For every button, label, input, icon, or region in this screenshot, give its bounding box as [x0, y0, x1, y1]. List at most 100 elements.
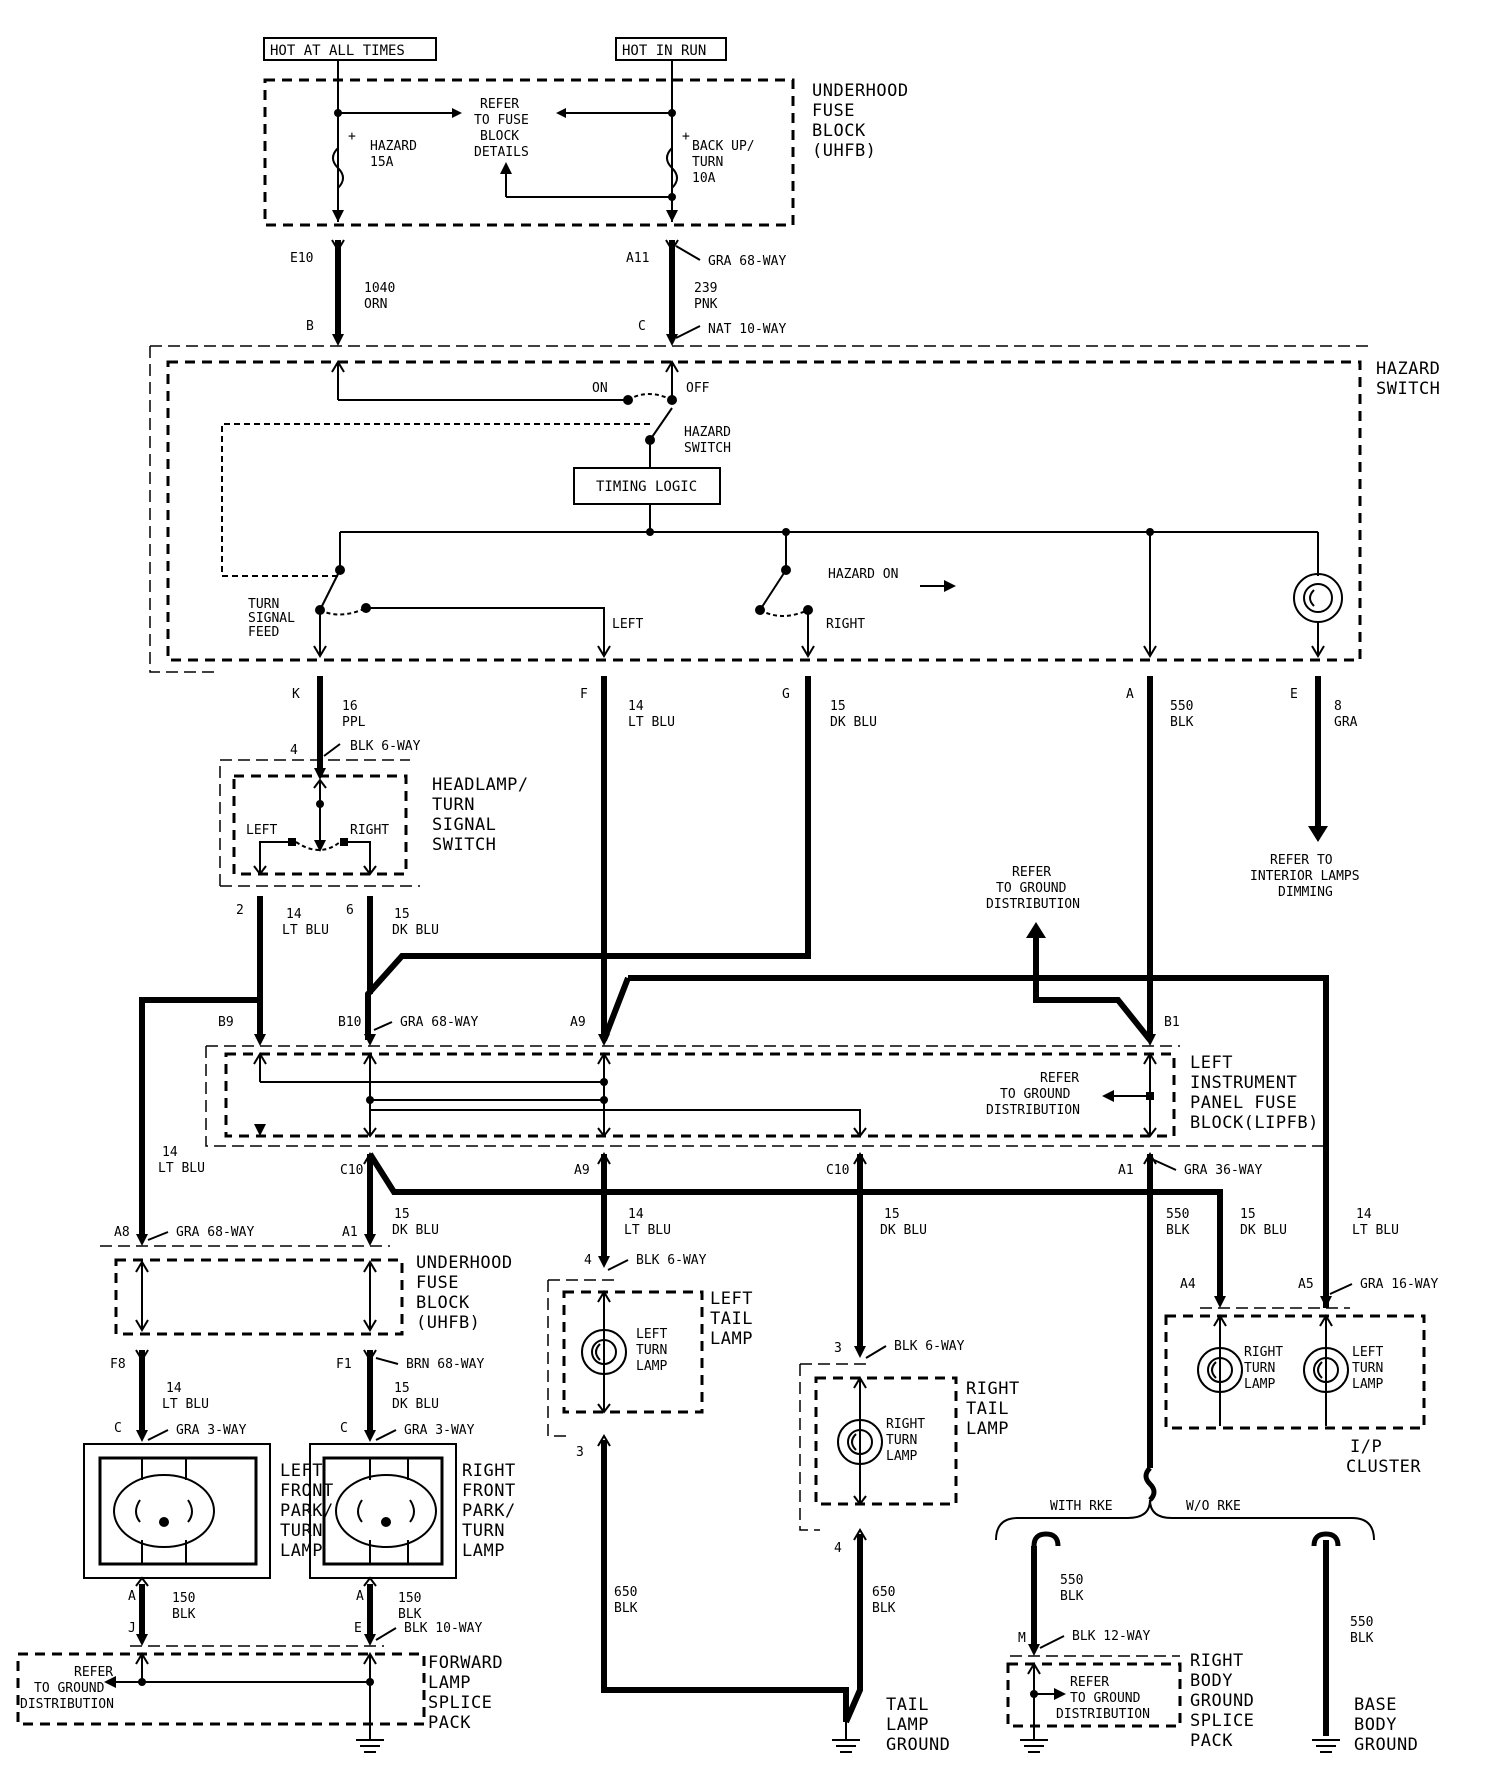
svg-text:LEFT: LEFT — [280, 1461, 323, 1481]
svg-text:F8: F8 — [110, 1357, 126, 1372]
svg-text:REFER: REFER — [1070, 1675, 1109, 1690]
svg-text:DK BLU: DK BLU — [392, 923, 439, 938]
svg-text:RIGHT: RIGHT — [1190, 1651, 1244, 1671]
svg-text:SWITCH: SWITCH — [684, 441, 731, 456]
hazard-switch-title: HAZARD SWITCH — [1376, 359, 1440, 399]
svg-text:I/P: I/P — [1350, 1437, 1382, 1457]
svg-text:B10: B10 — [338, 1015, 361, 1030]
svg-text:REFER: REFER — [480, 97, 519, 112]
svg-text:LEFT: LEFT — [710, 1289, 753, 1309]
left-tail-bulb-icon — [581, 1329, 627, 1375]
svg-text:LAMP: LAMP — [710, 1329, 753, 1349]
ip-cluster-title: I/P CLUSTER — [1346, 1437, 1421, 1477]
svg-text:C: C — [114, 1421, 122, 1436]
svg-text:A: A — [356, 1589, 364, 1604]
svg-text:FEED: FEED — [248, 625, 279, 640]
svg-text:3: 3 — [834, 1341, 842, 1356]
ip-cluster-box — [1164, 1314, 1426, 1430]
svg-text:FUSE: FUSE — [416, 1273, 459, 1293]
svg-text:RIGHT: RIGHT — [886, 1417, 925, 1432]
svg-text:BLK: BLK — [614, 1601, 638, 1616]
svg-text:SWITCH: SWITCH — [432, 835, 496, 855]
svg-text:DK BLU: DK BLU — [880, 1223, 927, 1238]
svg-text:F: F — [580, 687, 588, 702]
svg-text:DISTRIBUTION: DISTRIBUTION — [1056, 1707, 1150, 1722]
uhfb-bottom-title: UNDERHOOD FUSE BLOCK (UHFB) — [416, 1253, 513, 1333]
ground-symbol-rke — [1020, 1739, 1048, 1753]
svg-text:TO GROUND: TO GROUND — [1000, 1087, 1071, 1102]
svg-text:LAMP: LAMP — [462, 1541, 505, 1561]
svg-text:LT BLU: LT BLU — [628, 715, 675, 730]
svg-text:A5: A5 — [1298, 1277, 1314, 1292]
forward-splice-title: FORWARD LAMP SPLICE PACK — [428, 1653, 503, 1733]
left-front-lamp-title: LEFT FRONT PARK/ TURN LAMP — [280, 1461, 333, 1561]
svg-text:E: E — [1290, 687, 1298, 702]
timing-logic-box — [573, 467, 721, 505]
refer-ground-distribution-top: REFER TO GROUND DISTRIBUTION — [986, 865, 1080, 912]
headlamp-switch-box — [232, 774, 408, 876]
svg-text:550: 550 — [1350, 1615, 1373, 1630]
svg-text:REFER: REFER — [1012, 865, 1051, 880]
right-body-ground-splice-box — [1006, 1662, 1182, 1728]
svg-text:LEFT: LEFT — [246, 823, 277, 838]
svg-text:15: 15 — [394, 907, 410, 922]
svg-text:4: 4 — [290, 743, 298, 758]
svg-text:LT BLU: LT BLU — [1352, 1223, 1399, 1238]
svg-text:650: 650 — [872, 1585, 895, 1600]
svg-text:F1: F1 — [336, 1357, 352, 1372]
switch-on-label: ON — [592, 381, 608, 396]
ip-right-turn-bulb-icon — [1197, 1347, 1243, 1393]
svg-text:+: + — [682, 129, 690, 144]
svg-text:FRONT: FRONT — [462, 1481, 516, 1501]
gra-36-way: GRA 36-WAY — [1184, 1163, 1262, 1178]
switch-off-label: OFF — [686, 381, 710, 396]
gra-3-way-left: GRA 3-WAY — [176, 1423, 247, 1438]
svg-text:GROUND: GROUND — [1354, 1735, 1418, 1755]
svg-text:TO GROUND: TO GROUND — [996, 881, 1067, 896]
nat-10-way: NAT 10-WAY — [708, 322, 786, 337]
svg-text:SPLICE: SPLICE — [428, 1693, 492, 1713]
turn-signal-feed-label: TURN SIGNAL FEED — [248, 597, 295, 640]
svg-text:15: 15 — [884, 1207, 900, 1222]
svg-text:UNDERHOOD: UNDERHOOD — [416, 1253, 513, 1273]
hazard-switch-sublabel: HAZARD SWITCH — [684, 425, 731, 456]
svg-text:BODY: BODY — [1354, 1715, 1397, 1735]
blk-12-way: BLK 12-WAY — [1072, 1629, 1150, 1644]
right-front-lamp-box — [322, 1456, 444, 1566]
svg-text:HAZARD: HAZARD — [370, 139, 417, 154]
svg-text:TO GROUND: TO GROUND — [1070, 1691, 1141, 1706]
left-tail-title: LEFT TAIL LAMP — [710, 1289, 753, 1349]
svg-text:A8: A8 — [114, 1225, 130, 1240]
svg-text:LAMP: LAMP — [428, 1673, 471, 1693]
svg-text:A9: A9 — [574, 1163, 590, 1178]
right-tail-lamp-box — [814, 1376, 958, 1506]
svg-text:GRA: GRA — [1334, 715, 1358, 730]
svg-text:6: 6 — [346, 903, 354, 918]
svg-text:INSTRUMENT: INSTRUMENT — [1190, 1073, 1297, 1093]
svg-text:REFER: REFER — [1040, 1071, 1079, 1086]
svg-text:TO FUSE: TO FUSE — [474, 113, 529, 128]
uhfb-top-title: UNDERHOOD FUSE BLOCK (UHFB) — [812, 81, 908, 161]
svg-text:10A: 10A — [692, 171, 716, 186]
blk-6-way-right-tail: BLK 6-WAY — [894, 1339, 965, 1354]
svg-text:LEFT: LEFT — [636, 1327, 667, 1342]
svg-text:SWITCH: SWITCH — [1376, 379, 1440, 399]
fuse-hazard-icon — [332, 147, 344, 189]
svg-text:550: 550 — [1166, 1207, 1189, 1222]
uhfb-bottom-box — [114, 1258, 404, 1336]
svg-text:DK BLU: DK BLU — [392, 1397, 439, 1412]
svg-text:DISTRIBUTION: DISTRIBUTION — [986, 1103, 1080, 1118]
svg-text:TURN: TURN — [1352, 1361, 1383, 1376]
hazard-indicator-lamp-icon — [1293, 573, 1343, 623]
svg-text:DIMMING: DIMMING — [1278, 885, 1333, 900]
svg-text:14: 14 — [628, 1207, 644, 1222]
svg-text:LT BLU: LT BLU — [162, 1397, 209, 1412]
svg-text:TURN: TURN — [432, 795, 475, 815]
with-rke-label: WITH RKE — [1050, 1499, 1113, 1514]
gra-68-way-lipfb: GRA 68-WAY — [400, 1015, 478, 1030]
svg-text:4: 4 — [584, 1253, 592, 1268]
svg-text:LT BLU: LT BLU — [158, 1161, 205, 1176]
svg-text:DK BLU: DK BLU — [392, 1223, 439, 1238]
svg-text:DK BLU: DK BLU — [830, 715, 877, 730]
